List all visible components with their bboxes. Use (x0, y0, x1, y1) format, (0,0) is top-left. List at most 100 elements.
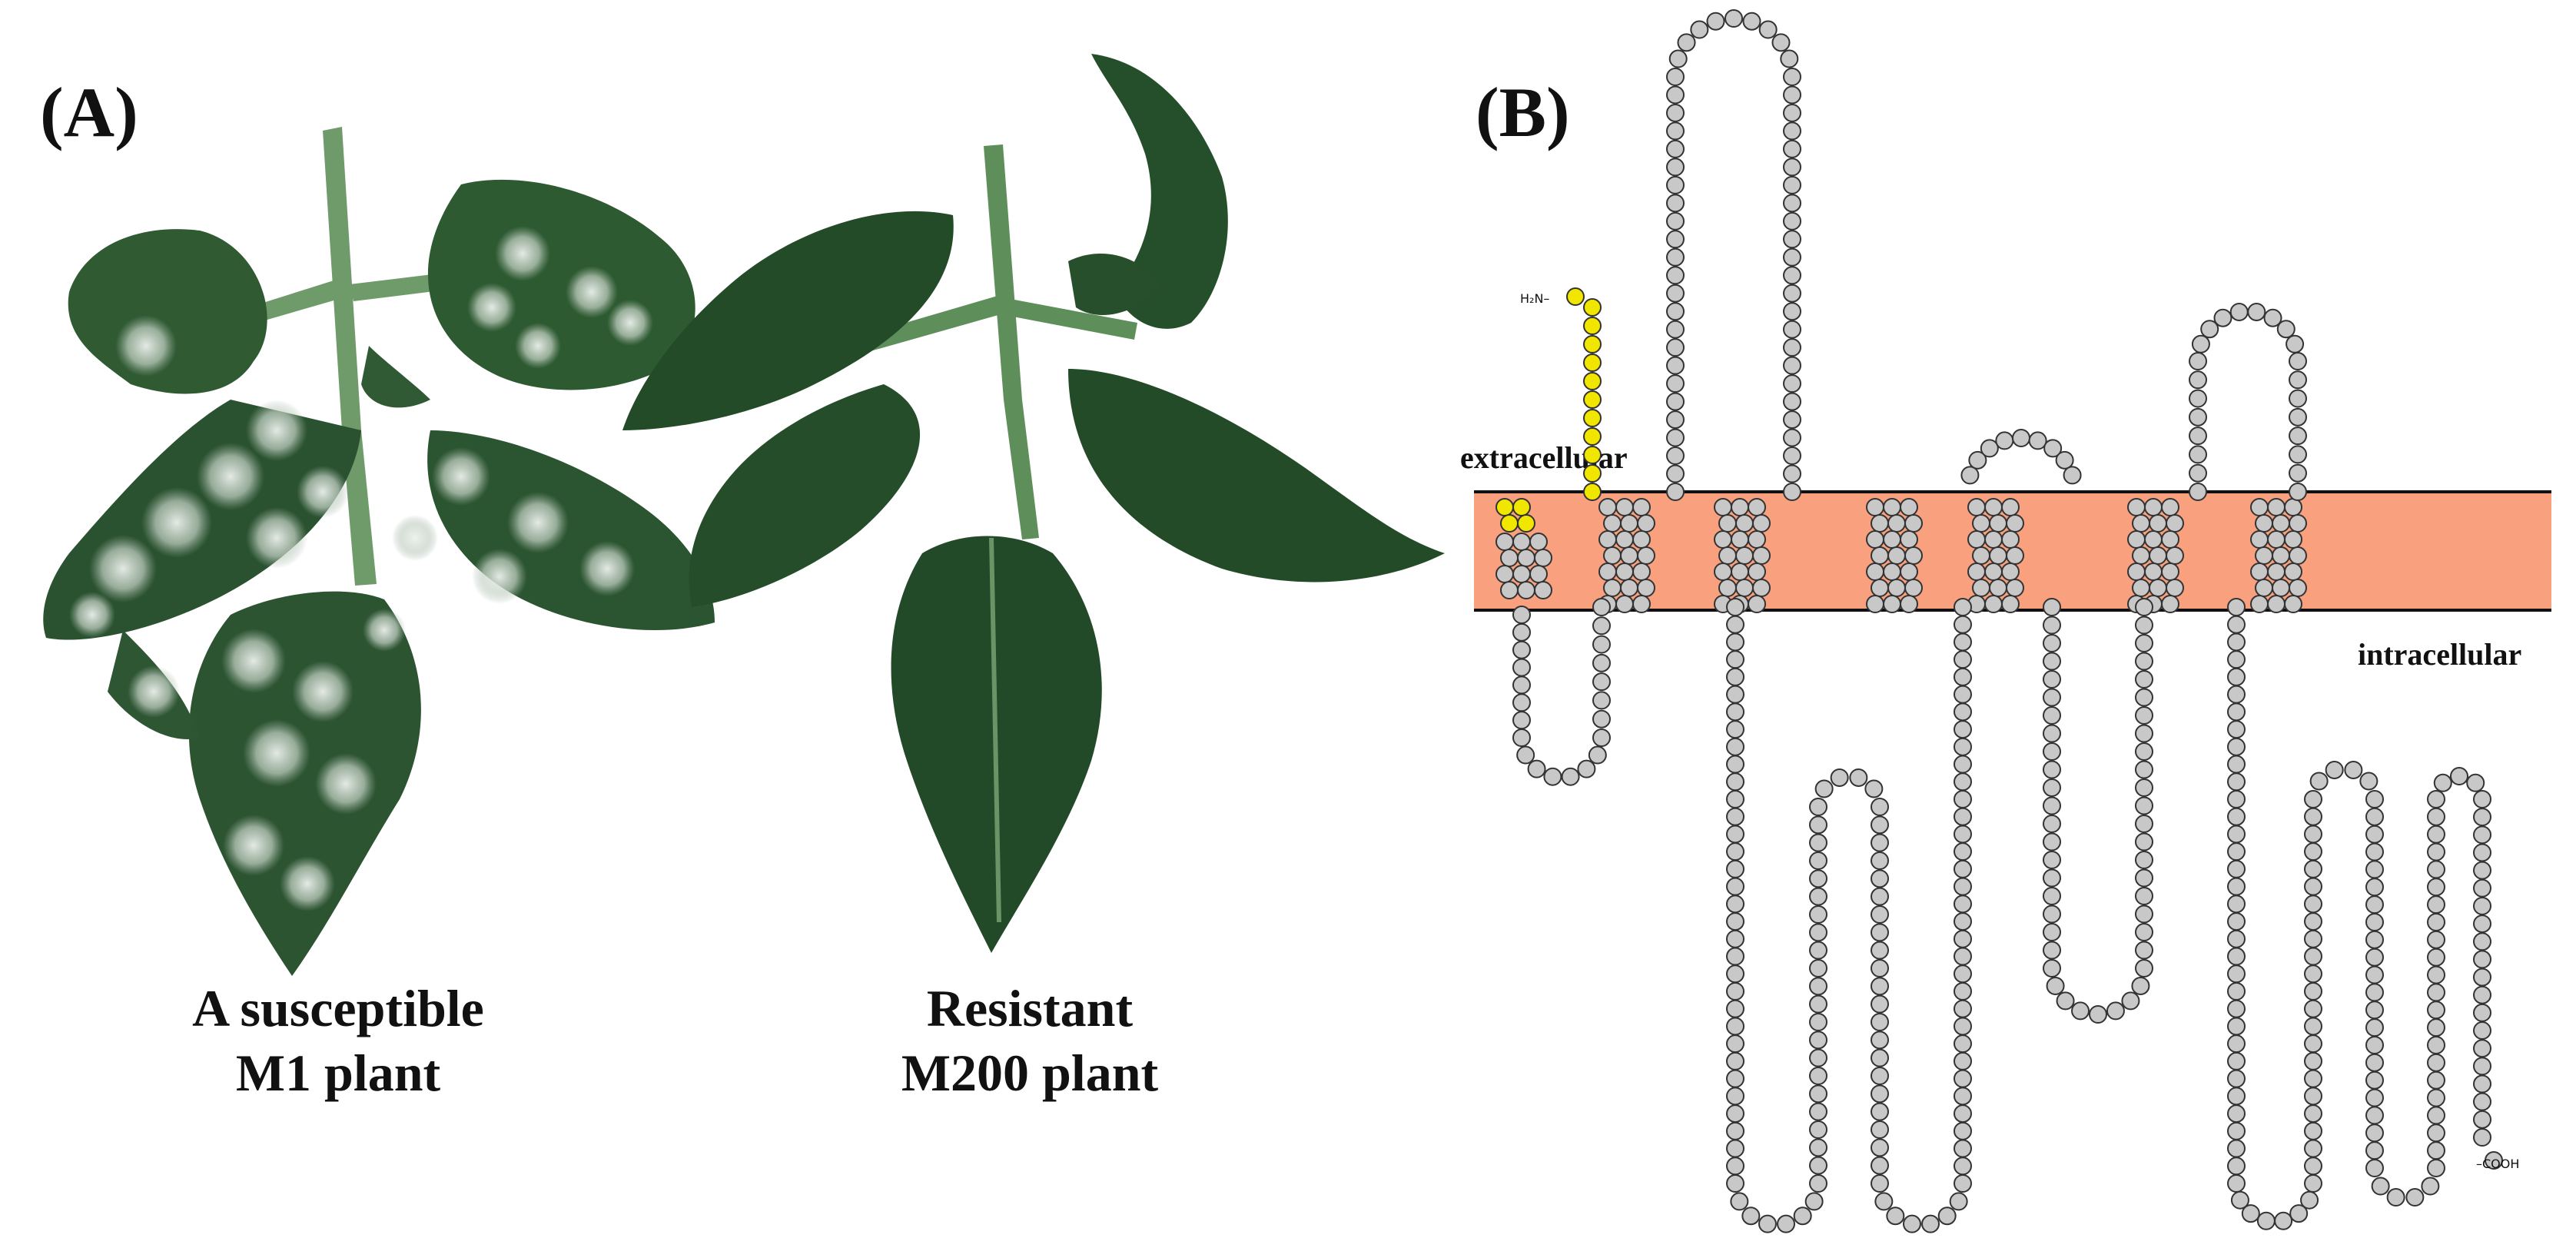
residue (2189, 483, 2207, 501)
residue (1871, 833, 1889, 852)
residue (2473, 878, 2491, 898)
residue (1726, 877, 1744, 896)
residue (2227, 1069, 2246, 1088)
residue (2166, 579, 2184, 597)
residue (1592, 616, 1611, 636)
membrane-topology-diagram: H₂N– –COOH (1474, 9, 2551, 1233)
residue (1726, 1157, 1744, 1176)
residue (1780, 49, 1799, 68)
residue (2227, 807, 2246, 826)
residue (2284, 530, 2302, 549)
residue (1809, 1013, 1827, 1031)
residue (2227, 982, 2246, 1001)
residue (1512, 693, 1531, 712)
residue (1666, 103, 1685, 122)
residue (2230, 1190, 2249, 1210)
residue (1783, 284, 1801, 303)
residue (1954, 1034, 1972, 1054)
residue (2421, 1177, 2440, 1196)
residue (2135, 760, 2153, 779)
residue (1726, 702, 1744, 722)
residue (1984, 595, 2003, 613)
residue (1726, 1104, 1744, 1124)
residue (2473, 985, 2491, 1004)
residue (1871, 1102, 1889, 1121)
residue (2300, 1190, 2319, 1210)
residue (1577, 759, 1596, 778)
residue (1871, 579, 1889, 597)
residue (1620, 546, 1638, 565)
residue (1954, 825, 1972, 844)
residue (1512, 622, 1531, 642)
residue (2304, 929, 2322, 948)
residue (2012, 429, 2030, 447)
residue (1495, 565, 1514, 583)
residue (2043, 832, 2061, 851)
residue (1954, 720, 1972, 739)
residue (2227, 755, 2246, 774)
residue (2227, 1051, 2246, 1070)
residue (1500, 581, 1519, 599)
residue (1726, 615, 1744, 634)
residue (2365, 895, 2384, 914)
residue (2473, 861, 2491, 880)
residue (1809, 1067, 1827, 1085)
residue (2135, 688, 2153, 707)
residue (1666, 139, 1685, 158)
residue (1726, 1139, 1744, 1158)
residue (1960, 466, 1980, 485)
residue (2227, 685, 2246, 704)
residue (2304, 982, 2322, 1001)
residue (2473, 1057, 2491, 1076)
residue (2304, 947, 2322, 966)
residue (2365, 930, 2384, 949)
residue (2304, 877, 2322, 896)
residue (1583, 353, 1602, 372)
residue (2284, 595, 2302, 613)
residue (2132, 579, 2150, 597)
residue (1954, 1051, 1972, 1070)
residue (1583, 298, 1602, 317)
residue (2427, 807, 2445, 826)
residue (1783, 230, 1801, 249)
residue (2043, 815, 2061, 833)
residue (1954, 790, 1972, 808)
caption-line-2: M1 plant (235, 1044, 441, 1102)
residue (2006, 546, 2024, 565)
residue (1735, 579, 1754, 597)
residue (1783, 139, 1801, 158)
residue (2256, 1211, 2276, 1230)
residue (2304, 895, 2322, 914)
residue (2135, 851, 2153, 869)
residue (2450, 767, 2468, 785)
residue (2289, 514, 2307, 533)
residue (1512, 533, 1531, 551)
residue (2473, 825, 2491, 845)
residue (2227, 825, 2246, 844)
residue (2304, 1087, 2322, 1106)
residue (2135, 724, 2153, 743)
residue (2365, 948, 2384, 967)
residue (2325, 760, 2344, 779)
residue (1603, 546, 1622, 565)
residue (1752, 514, 1771, 533)
residue (1666, 356, 1685, 375)
residue (1714, 563, 1732, 581)
residue (1783, 302, 1801, 321)
residue (2304, 1174, 2322, 1193)
residue (2043, 634, 2061, 652)
residue (1954, 1017, 1972, 1036)
residue (1900, 530, 1918, 549)
residue (2427, 1124, 2445, 1143)
residue (2132, 546, 2150, 565)
residue (1980, 439, 1999, 458)
residue (2189, 352, 2207, 370)
residue (1620, 579, 1638, 597)
residue (1500, 549, 1519, 567)
residue (1871, 887, 1889, 906)
residue (1534, 581, 1552, 599)
residue (1615, 530, 1634, 549)
residue (2227, 877, 2246, 896)
residue (1809, 959, 1827, 977)
residue (1726, 598, 1744, 616)
